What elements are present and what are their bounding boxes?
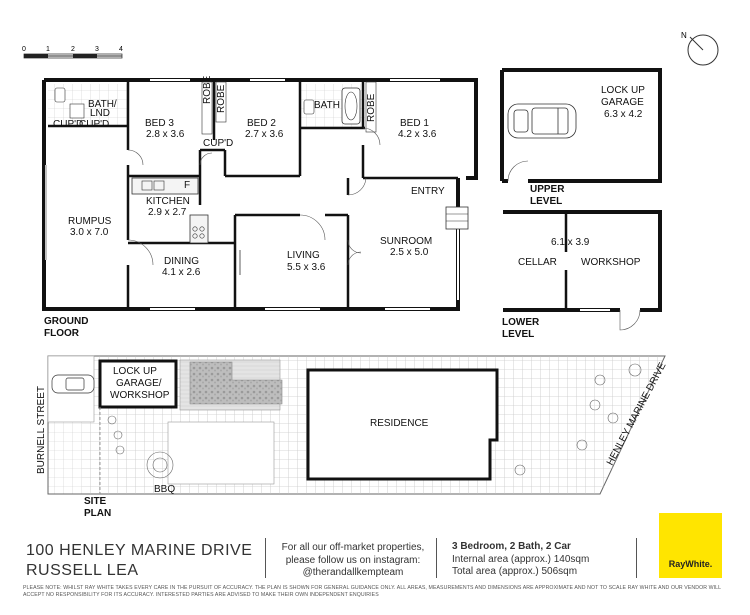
bed1-dims: 4.2 x 3.6 <box>398 129 437 140</box>
bath-lnd-label-2: LND <box>90 108 110 119</box>
cupd-label-c: CUP'D <box>203 138 233 149</box>
site-garage-label-1: LOCK UP <box>113 366 157 377</box>
site-car-icon <box>51 374 95 394</box>
bed3-name: BED 3 <box>145 118 174 129</box>
upper-level-plan: LOCK UP GARAGE 6.3 x 4.2 UPPER LEVEL <box>500 68 662 207</box>
site-plan: LOCK UP GARAGE/ WORKSHOP RESIDENCE BBQ B… <box>36 355 669 519</box>
footer-divider-2 <box>436 538 437 578</box>
bath-label: BATH <box>314 100 340 111</box>
living-name: LIVING <box>287 250 320 261</box>
brand-name: RayWhite. <box>668 559 713 569</box>
scale-tick-1: 1 <box>46 46 50 53</box>
scale-tick-3: 3 <box>95 46 99 53</box>
bed2-dims: 2.7 x 3.6 <box>245 129 284 140</box>
bed3-dims: 2.8 x 3.6 <box>146 129 185 140</box>
cupd-label-b: CUP'D <box>79 119 109 130</box>
ground-floor-label-2: FLOOR <box>44 328 80 339</box>
instagram-line-2: please follow us on instagram: <box>285 554 421 566</box>
footer-divider-3 <box>636 538 637 578</box>
living-dims: 5.5 x 3.6 <box>287 262 326 273</box>
sunroom-dims: 2.5 x 5.0 <box>390 247 429 258</box>
site-garage-label-3: WORKSHOP <box>110 390 170 401</box>
raywhite-logo: RayWhite. <box>659 513 722 578</box>
rumpus-name: RUMPUS <box>68 216 112 227</box>
compass-icon: N <box>681 31 719 66</box>
residence-label: RESIDENCE <box>370 418 429 429</box>
upper-level-label-2: LEVEL <box>530 196 562 207</box>
instagram-note: For all our off-market properties, pleas… <box>272 542 434 580</box>
car-icon <box>507 103 577 139</box>
address-line-2: RUSSELL LEA <box>26 562 139 579</box>
property-summary: 3 Bedroom, 2 Bath, 2 Car Internal area (… <box>452 541 589 579</box>
bbq-label: BBQ <box>154 484 175 495</box>
bed1-name: BED 1 <box>400 118 429 129</box>
garage-dims: 6.3 x 4.2 <box>604 109 643 120</box>
lower-level-label-1: LOWER <box>502 317 540 328</box>
site-plan-label-2: PLAN <box>84 508 111 519</box>
cellar-label: CELLAR <box>518 257 557 268</box>
address-line-1: 100 HENLEY MARINE DRIVE <box>26 542 253 559</box>
site-plan-label-1: SITE <box>84 496 107 507</box>
bed2-name: BED 2 <box>247 118 276 129</box>
workshop-label: WORKSHOP <box>581 257 641 268</box>
kitchen-name: KITCHEN <box>146 196 190 207</box>
scale-tick-2: 2 <box>71 46 75 53</box>
cellar-dims: 6.1 x 3.9 <box>551 237 590 248</box>
site-garage-label-2: GARAGE/ <box>116 378 162 389</box>
cupd-label-a: CUP'D <box>53 119 83 130</box>
ground-floor-label-1: GROUND <box>44 316 88 327</box>
compass-north: N <box>681 31 687 40</box>
garage-name-1: LOCK UP <box>601 85 645 96</box>
fridge-label: F <box>184 180 190 191</box>
kitchen-dims: 2.9 x 2.7 <box>148 207 187 218</box>
dining-name: DINING <box>164 256 199 267</box>
burnell-street-label: BURNELL STREET <box>36 386 47 474</box>
lower-level-plan: 6.1 x 3.9 CELLAR WORKSHOP LOWER LEVEL <box>502 210 662 340</box>
dining-dims: 4.1 x 2.6 <box>162 267 201 278</box>
total-area: Total area (approx.) 506sqm <box>452 566 578 577</box>
entry-label: ENTRY <box>411 186 445 197</box>
rumpus-dims: 3.0 x 7.0 <box>70 227 109 238</box>
garage-name-2: GARAGE <box>601 97 644 108</box>
property-address: 100 HENLEY MARINE DRIVE RUSSELL LEA <box>26 541 252 581</box>
summary-title: 3 Bedroom, 2 Bath, 2 Car <box>452 541 571 552</box>
scale-tick-0: 0 <box>22 46 26 53</box>
bath-lnd-label-1: BATH/ <box>88 99 117 110</box>
robe-label-b: ROBE <box>216 84 227 113</box>
sunroom-name: SUNROOM <box>380 236 432 247</box>
scale-tick-4: 4 <box>119 46 123 53</box>
footer-divider-1 <box>265 538 266 578</box>
robe-label-c: ROBE <box>366 93 377 122</box>
instagram-handle[interactable]: @therandallkempteam <box>302 567 404 578</box>
lower-level-label-2: LEVEL <box>502 329 534 340</box>
robe-label-a: ROBE <box>202 75 213 104</box>
ground-floor-plan: BATH/ LND CUP'D CUP'D BED 3 2.8 x 3.6 RO… <box>42 75 478 339</box>
instagram-line-1: For all our off-market properties, <box>281 542 425 553</box>
upper-level-label-1: UPPER <box>530 184 565 195</box>
scale-bar: 0 1 2 3 4 <box>22 46 123 59</box>
disclaimer-text: PLEASE NOTE: WHILST RAY WHITE TAKES EVER… <box>23 585 721 598</box>
internal-area: Internal area (approx.) 140sqm <box>452 553 590 565</box>
